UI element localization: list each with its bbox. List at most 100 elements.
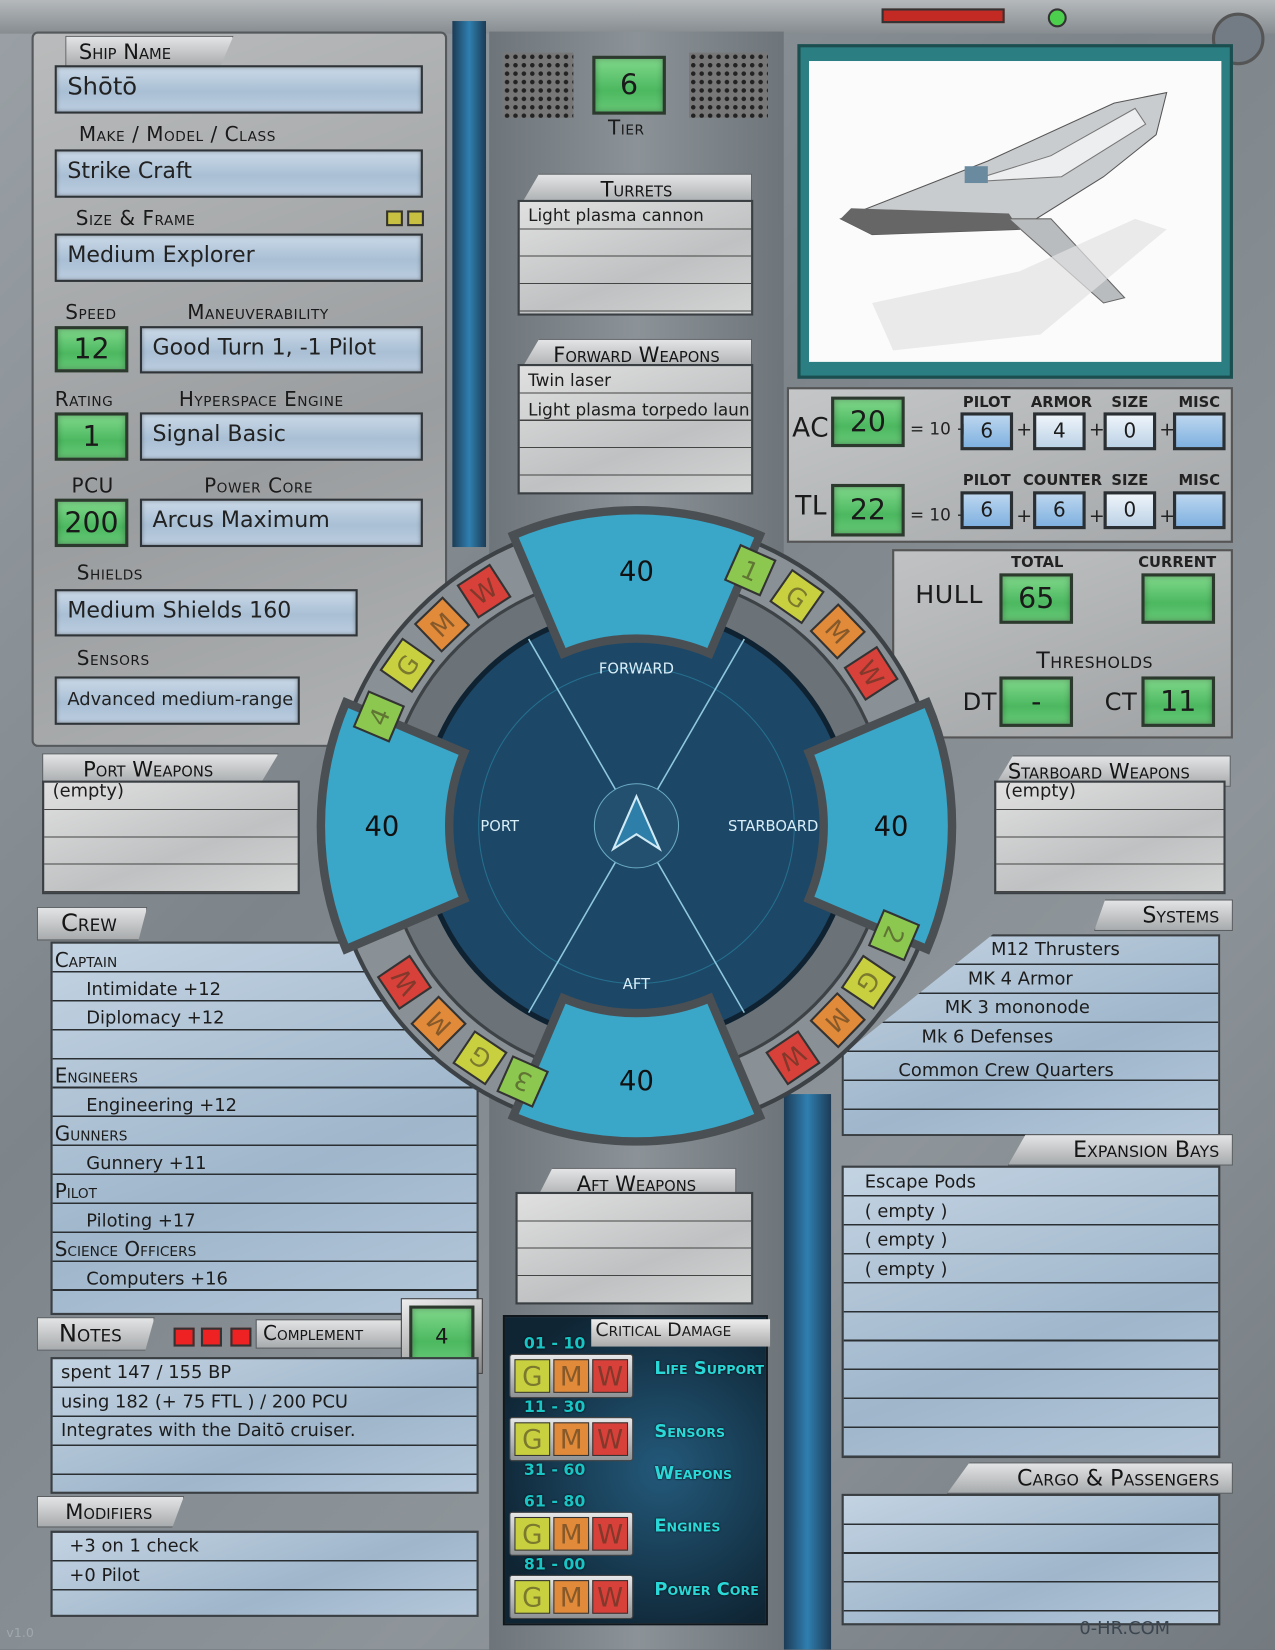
rating-value[interactable]: 1	[54, 412, 129, 461]
tl-pilot-field[interactable]: 6	[960, 491, 1014, 530]
complement-value[interactable]: 4	[409, 1305, 475, 1367]
crit-status-w[interactable]: W	[592, 1516, 629, 1551]
ct-value[interactable]: 11	[1141, 676, 1216, 727]
size-frame-label: Size & Frame	[75, 207, 196, 231]
maneuverability-field[interactable]: Good Turn 1, -1 Pilot	[139, 326, 423, 374]
ship-name-field[interactable]: Shōtō	[54, 65, 423, 114]
arc-status-w[interactable]: W	[765, 1030, 821, 1086]
dt-value[interactable]: -	[999, 676, 1074, 727]
tl-value[interactable]: 22	[831, 483, 905, 537]
power-core-field[interactable]: Arcus Maximum	[139, 498, 423, 548]
make-model-field[interactable]: Strike Craft	[54, 149, 423, 198]
arc-status-w[interactable]: W	[456, 563, 512, 619]
red-checkbox[interactable]	[200, 1327, 222, 1347]
tier-value[interactable]: 6	[592, 55, 666, 115]
ac-misc-label: MISC	[1178, 394, 1221, 412]
starboard-weapon-item[interactable]: (empty)	[1004, 780, 1076, 802]
expansion-bay-item[interactable]: ( empty )	[864, 1200, 948, 1222]
ac-pilot-field[interactable]: 6	[960, 412, 1014, 451]
notes-line[interactable]: Integrates with the Daitō cruiser.	[61, 1420, 356, 1442]
notes-line[interactable]: using 182 (+ 75 FTL ) / 200 PCU	[61, 1391, 349, 1413]
hull-current-field[interactable]	[1141, 573, 1216, 624]
starboard-shield-box[interactable]	[803, 696, 957, 955]
ac-size-field[interactable]: 0	[1103, 412, 1157, 451]
speed-label: Speed	[65, 300, 117, 325]
system-item[interactable]: MK 3 mononode	[944, 997, 1090, 1019]
forward-shield-box[interactable]	[507, 506, 766, 659]
crew-role-label: Gunners	[54, 1122, 128, 1146]
arc-status-w[interactable]: W	[376, 954, 433, 1011]
complement-header: Complement	[255, 1319, 403, 1349]
crit-range: 61 - 80	[523, 1491, 586, 1511]
forward-weapon-item[interactable]: Light plasma torpedo laun	[528, 399, 750, 420]
crew-skill[interactable]: Diplomacy +12	[86, 1007, 225, 1029]
arc-status-g[interactable]: G	[452, 1030, 508, 1086]
cargo-list[interactable]	[841, 1493, 1221, 1626]
crew-skill[interactable]: Gunnery +11	[86, 1152, 207, 1174]
crew-skill[interactable]: Piloting +17	[86, 1210, 196, 1232]
arc-status-g[interactable]: G	[769, 568, 825, 625]
forward-weapon-item[interactable]: Twin laser	[528, 370, 612, 391]
system-item[interactable]: Common Crew Quarters	[898, 1060, 1114, 1082]
expansion-bay-item[interactable]: ( empty )	[864, 1258, 948, 1280]
pcu-value[interactable]: 200	[54, 498, 129, 548]
system-item[interactable]: Mk 6 Defenses	[921, 1026, 1054, 1048]
arc-status-w[interactable]: W	[843, 645, 899, 702]
crit-status-g[interactable]: G	[514, 1580, 551, 1614]
arc-status-g[interactable]: G	[840, 954, 897, 1011]
tl-size-field[interactable]: 0	[1103, 491, 1157, 530]
crew-skill[interactable]: Intimidate +12	[86, 978, 222, 1000]
port-weapon-item[interactable]: (empty)	[52, 780, 124, 802]
crit-status-w[interactable]: W	[592, 1359, 629, 1393]
site-credit: 0-HR.COM	[1079, 1617, 1171, 1640]
forward-arc-label: FORWARD	[599, 660, 674, 677]
port-shield-box[interactable]	[316, 696, 470, 955]
arc-status-m[interactable]: M	[413, 596, 471, 653]
system-item[interactable]: M12 Thrusters	[990, 939, 1120, 961]
speed-value[interactable]: 12	[54, 326, 129, 373]
aft-shield-box[interactable]	[507, 992, 766, 1146]
ship-image	[808, 61, 1222, 362]
crit-status-m[interactable]: M	[553, 1422, 590, 1456]
arc-status-m[interactable]: M	[410, 995, 467, 1052]
quadrant-number-box: 2	[867, 908, 921, 962]
aft-shield-value: 40	[619, 1066, 654, 1097]
hull-total-value[interactable]: 65	[999, 573, 1074, 624]
crit-status-g[interactable]: G	[514, 1422, 551, 1456]
ac-misc-field[interactable]	[1172, 412, 1226, 451]
red-checkbox[interactable]	[230, 1327, 252, 1347]
sensors-field[interactable]: Advanced medium-range	[54, 676, 300, 725]
notes-header: Notes	[36, 1317, 155, 1351]
crew-skill[interactable]: Computers +16	[86, 1268, 228, 1290]
notes-line[interactable]: spent 147 / 155 BP	[61, 1362, 232, 1384]
expansion-bay-item[interactable]: Escape Pods	[864, 1171, 976, 1193]
modifier-line[interactable]: +3 on 1 check	[69, 1535, 199, 1557]
dt-label: DT	[962, 689, 998, 717]
arc-status-m[interactable]: M	[809, 991, 867, 1049]
crit-status-w[interactable]: W	[592, 1580, 629, 1614]
pcu-label: PCU	[71, 474, 114, 498]
crit-status-m[interactable]: M	[553, 1359, 590, 1393]
crit-status-m[interactable]: M	[553, 1580, 590, 1614]
hyperspace-field[interactable]: Signal Basic	[139, 412, 423, 461]
crew-skill[interactable]: Engineering +12	[86, 1094, 237, 1116]
modifier-line[interactable]: +0 Pilot	[69, 1564, 140, 1586]
arc-status-m[interactable]: M	[809, 603, 867, 660]
aft-weapons-list[interactable]	[515, 1191, 754, 1305]
arc-status-g[interactable]: G	[379, 637, 436, 694]
crit-status-g[interactable]: G	[514, 1359, 551, 1393]
size-frame-field[interactable]: Medium Explorer	[54, 233, 423, 282]
tl-counter-field[interactable]: 6	[1033, 491, 1086, 530]
crit-status-w[interactable]: W	[592, 1422, 629, 1456]
shields-field[interactable]: Medium Shields 160	[54, 589, 358, 637]
tl-misc-field[interactable]	[1172, 491, 1226, 530]
expansion-bay-item[interactable]: ( empty )	[864, 1229, 948, 1251]
turret-item[interactable]: Light plasma cannon	[528, 205, 704, 226]
ac-armor-field[interactable]: 4	[1033, 412, 1086, 451]
crit-status-g[interactable]: G	[514, 1516, 551, 1551]
crit-status-m[interactable]: M	[553, 1516, 590, 1551]
ac-value[interactable]: 20	[831, 396, 905, 448]
red-checkbox[interactable]	[173, 1327, 195, 1347]
system-item[interactable]: MK 4 Armor	[967, 968, 1073, 990]
